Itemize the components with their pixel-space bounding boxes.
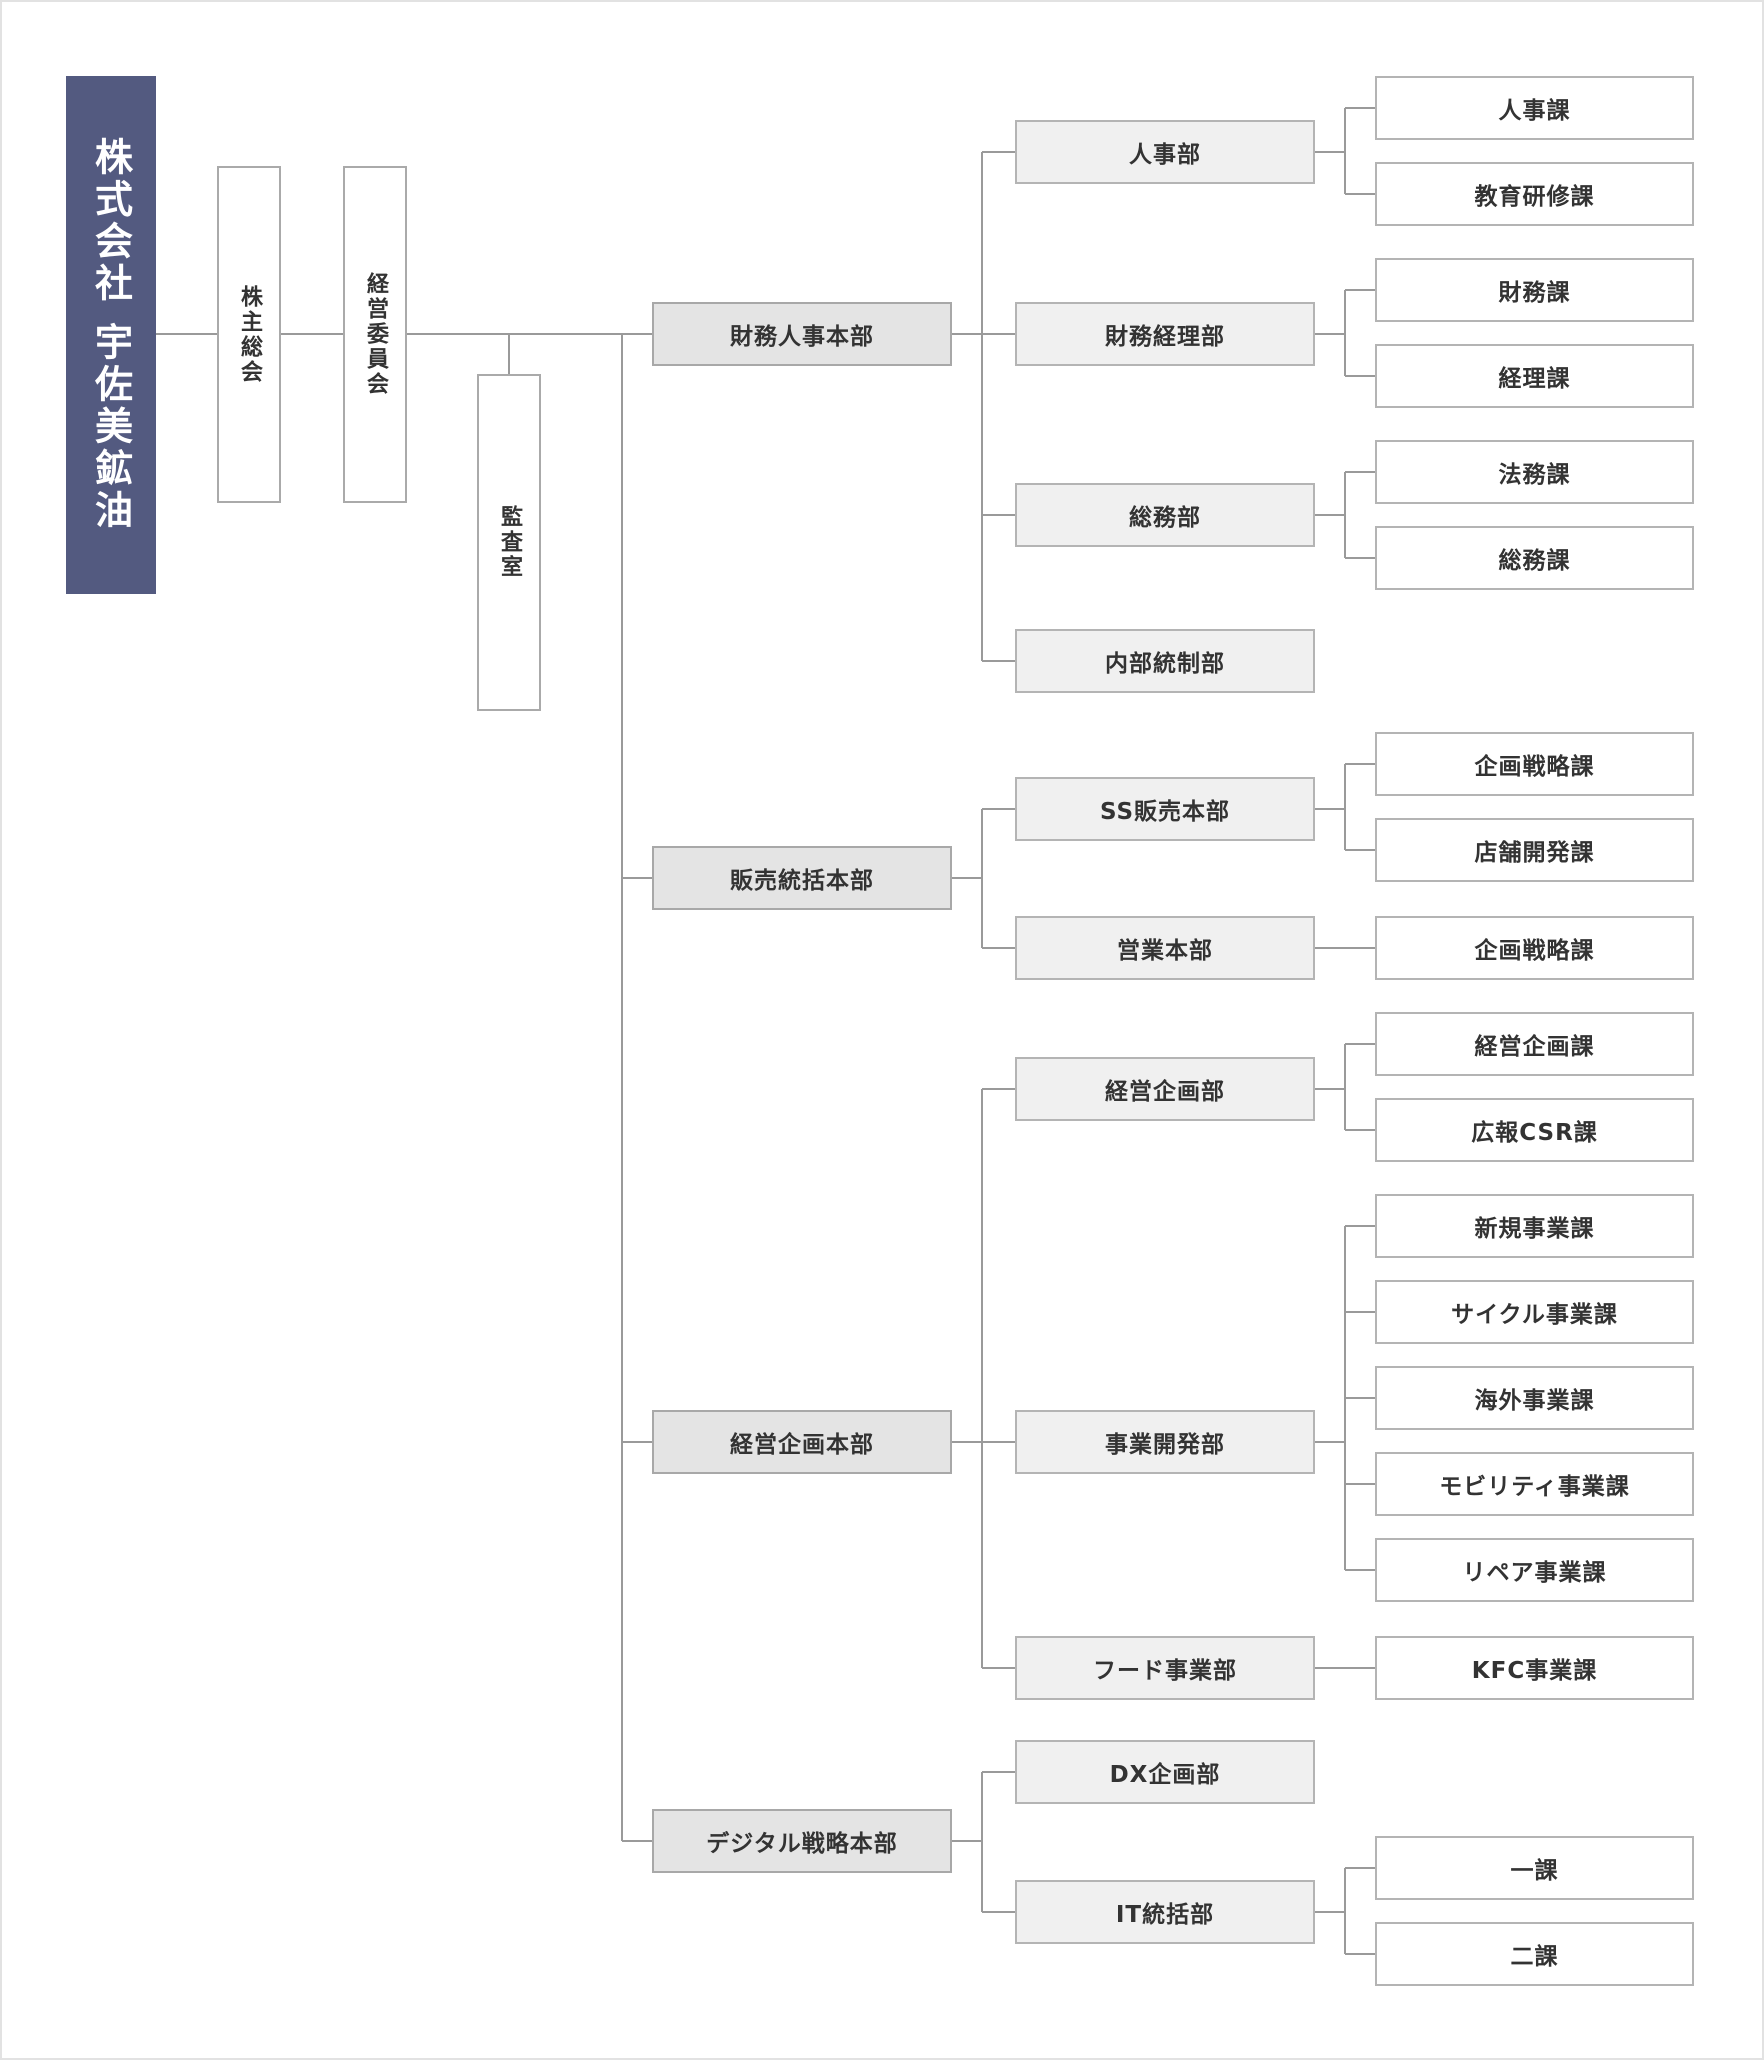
section-branch-line	[1345, 1225, 1375, 1227]
division-box: 財務人事本部	[652, 302, 952, 366]
section-box: 財務課	[1375, 258, 1694, 322]
department-box: 事業開発部	[1015, 1410, 1315, 1474]
department-to-section-line	[1315, 1911, 1345, 1913]
department-spine-line	[981, 809, 983, 948]
section-box: リペア事業課	[1375, 1538, 1694, 1602]
committee-to-divisions-line	[407, 333, 652, 335]
section-box: 法務課	[1375, 440, 1694, 504]
department-spine-line	[981, 152, 983, 661]
section-branch-line	[1345, 557, 1375, 559]
management-committee-box: 経営委員会	[343, 166, 407, 503]
division-branch-line	[622, 1840, 652, 1842]
department-branch-line	[982, 1441, 1015, 1443]
section-box: 企画戦略課	[1375, 916, 1694, 980]
department-branch-line	[982, 1771, 1015, 1773]
division-branch-line	[622, 877, 652, 879]
department-branch-line	[982, 660, 1015, 662]
department-to-section-line	[1315, 1441, 1345, 1443]
department-box: 総務部	[1015, 483, 1315, 547]
section-box: 企画戦略課	[1375, 732, 1694, 796]
section-branch-line	[1345, 849, 1375, 851]
department-to-section-line	[1315, 151, 1345, 153]
division-spine-line	[621, 334, 623, 1841]
section-box: 新規事業課	[1375, 1194, 1694, 1258]
section-branch-line	[1345, 1311, 1375, 1313]
section-branch-line	[1345, 289, 1375, 291]
department-branch-line	[982, 1667, 1015, 1669]
department-to-section-line	[1315, 1088, 1345, 1090]
section-branch-line	[1345, 1569, 1375, 1571]
shareholders-meeting-box: 株主総会	[217, 166, 281, 503]
section-spine-line	[1344, 1044, 1346, 1130]
section-branch-line	[1345, 1397, 1375, 1399]
section-box: 人事課	[1375, 76, 1694, 140]
section-branch-line	[1345, 1953, 1375, 1955]
department-box: DX企画部	[1015, 1740, 1315, 1804]
department-to-section-line	[1315, 1667, 1375, 1669]
section-spine-line	[1344, 1868, 1346, 1954]
section-branch-line	[1345, 193, 1375, 195]
department-box: フード事業部	[1015, 1636, 1315, 1700]
section-branch-line	[1345, 1129, 1375, 1131]
section-box: 二課	[1375, 1922, 1694, 1986]
section-branch-line	[1345, 763, 1375, 765]
audit-office-box: 監査室	[477, 374, 541, 711]
department-spine-line	[981, 1772, 983, 1912]
department-branch-line	[982, 947, 1015, 949]
department-box: 財務経理部	[1015, 302, 1315, 366]
division-box: 経営企画本部	[652, 1410, 952, 1474]
section-box: 店舗開発課	[1375, 818, 1694, 882]
department-box: 営業本部	[1015, 916, 1315, 980]
division-box: デジタル戦略本部	[652, 1809, 952, 1873]
department-branch-line	[982, 808, 1015, 810]
section-box: 広報CSR課	[1375, 1098, 1694, 1162]
department-branch-line	[982, 1911, 1015, 1913]
department-branch-line	[982, 1088, 1015, 1090]
section-box: KFC事業課	[1375, 1636, 1694, 1700]
department-to-section-line	[1315, 333, 1345, 335]
department-to-section-line	[1315, 808, 1345, 810]
department-box: 人事部	[1015, 120, 1315, 184]
section-branch-line	[1345, 1483, 1375, 1485]
division-box: 販売統括本部	[652, 846, 952, 910]
section-branch-line	[1345, 375, 1375, 377]
section-branch-line	[1345, 471, 1375, 473]
section-box: 経理課	[1375, 344, 1694, 408]
department-box: SS販売本部	[1015, 777, 1315, 841]
department-branch-line	[982, 514, 1015, 516]
section-box: モビリティ事業課	[1375, 1452, 1694, 1516]
section-box: 経営企画課	[1375, 1012, 1694, 1076]
department-branch-line	[982, 151, 1015, 153]
section-spine-line	[1344, 472, 1346, 558]
department-box: 経営企画部	[1015, 1057, 1315, 1121]
division-branch-line	[622, 333, 652, 335]
department-branch-line	[982, 333, 1015, 335]
section-branch-line	[1345, 1043, 1375, 1045]
section-spine-line	[1344, 290, 1346, 376]
section-branch-line	[1345, 1867, 1375, 1869]
division-to-dept-line	[952, 333, 982, 335]
section-box: サイクル事業課	[1375, 1280, 1694, 1344]
shareholders-to-committee-line	[281, 333, 343, 335]
company-to-shareholders-line	[156, 333, 217, 335]
division-to-dept-line	[952, 877, 982, 879]
section-box: 海外事業課	[1375, 1366, 1694, 1430]
department-spine-line	[981, 1089, 983, 1668]
division-to-dept-line	[952, 1840, 982, 1842]
section-box: 教育研修課	[1375, 162, 1694, 226]
section-spine-line	[1344, 108, 1346, 194]
section-branch-line	[1345, 107, 1375, 109]
section-spine-line	[1344, 764, 1346, 850]
section-box: 一課	[1375, 1836, 1694, 1900]
company-name-box: 株式会社 宇佐美鉱油	[66, 76, 156, 594]
division-branch-line	[622, 1441, 652, 1443]
division-to-dept-line	[952, 1441, 982, 1443]
audit-branch-line	[508, 334, 510, 374]
department-box: IT統括部	[1015, 1880, 1315, 1944]
department-to-section-line	[1315, 947, 1375, 949]
department-to-section-line	[1315, 514, 1345, 516]
department-box: 内部統制部	[1015, 629, 1315, 693]
section-box: 総務課	[1375, 526, 1694, 590]
